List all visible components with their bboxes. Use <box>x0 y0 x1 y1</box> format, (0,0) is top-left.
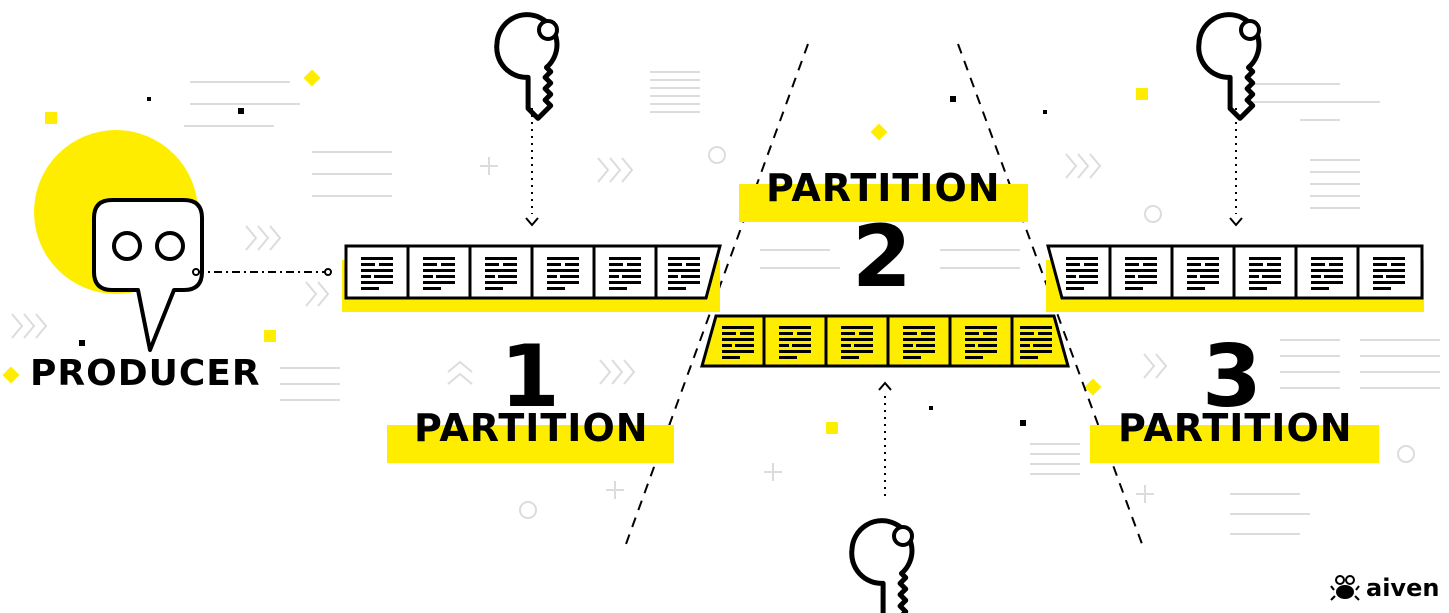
partition-2-log <box>700 184 1070 368</box>
partition-2-label-bar <box>739 184 1028 222</box>
partition-1-number: 1 <box>500 327 560 427</box>
key-icon <box>829 508 945 613</box>
producer-label: PRODUCER <box>30 353 261 394</box>
key-3 <box>1176 2 1292 227</box>
brand-logo: aiven <box>1330 572 1439 604</box>
key-1 <box>474 2 590 227</box>
partition-2-word: PARTITION <box>766 166 1001 210</box>
key-icon <box>474 2 590 118</box>
background-decoration <box>11 71 1440 535</box>
partition-2-number: 2 <box>852 207 912 307</box>
chevron-arrow-icon <box>525 217 539 227</box>
key-2 <box>829 381 945 613</box>
partition-3-word: PARTITION <box>1118 406 1353 450</box>
producer-node <box>34 130 332 352</box>
partition-3-log <box>1046 244 1424 463</box>
aiven-crab-logo-icon <box>1330 575 1360 601</box>
partition-1-log <box>342 244 722 463</box>
chevron-arrow-icon <box>1229 217 1243 227</box>
partition-3-label-bar <box>1090 425 1379 463</box>
key-icon <box>1176 2 1292 118</box>
brand-name: aiven <box>1366 574 1440 602</box>
partition-1-label-bar <box>387 425 674 463</box>
partition-1-word: PARTITION <box>414 406 649 450</box>
producer-bot-icon <box>92 198 204 352</box>
partition-3-number: 3 <box>1202 327 1262 427</box>
chevron-arrow-icon <box>878 381 892 391</box>
